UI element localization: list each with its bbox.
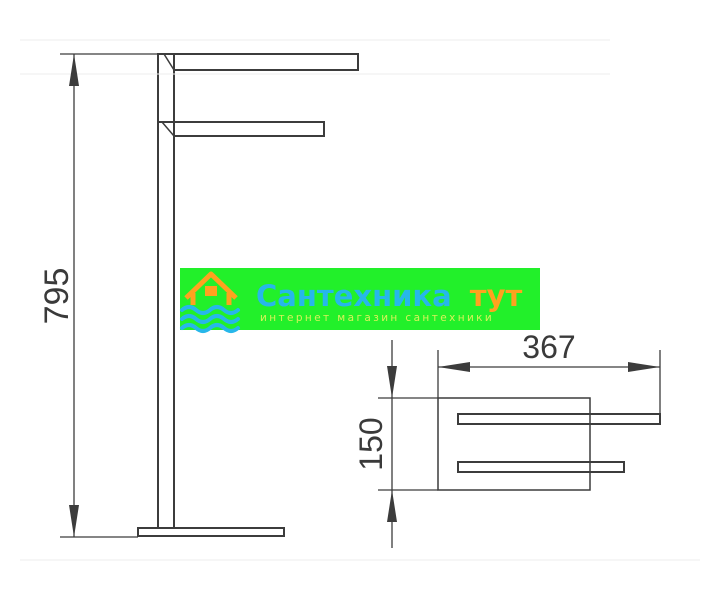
stand-middle-arm-bevel [161, 121, 175, 137]
top-view [437, 397, 661, 491]
front-view [137, 53, 359, 537]
height-arrow-bottom [69, 505, 79, 537]
width-arrow-left [438, 362, 470, 372]
stand-top-arm-bevel [163, 53, 175, 71]
depth-dimension [378, 340, 438, 548]
watermark-title: Сантехника тут [256, 279, 523, 313]
upper-shelf [457, 413, 661, 425]
stand-middle-arm [158, 121, 325, 137]
width-arrow-right [628, 362, 660, 372]
house-icon [184, 271, 238, 305]
height-arrow-top [69, 54, 79, 86]
watermark-background [180, 268, 540, 330]
waves-icon [180, 305, 240, 333]
height-dimension [60, 53, 158, 538]
stand-base-plate [137, 527, 285, 537]
stand-post [157, 53, 175, 529]
watermark-banner: Сантехника тут интернет магазин сантехни… [180, 268, 540, 333]
watermark-title-accent: тут [470, 279, 523, 313]
width-dimension [437, 350, 661, 414]
watermark-subtitle: интернет магазин сантехники [260, 312, 494, 324]
wall-bracket [437, 397, 591, 491]
watermark-title-main: Сантехника [256, 279, 452, 313]
lower-shelf [457, 461, 625, 473]
height-value: 795 [38, 268, 76, 325]
background-lines [20, 39, 700, 561]
depth-arrow-top [387, 366, 397, 398]
depth-arrow-bottom [387, 490, 397, 522]
depth-value: 150 [353, 417, 389, 470]
stand-top-arm [158, 53, 359, 71]
width-value: 367 [522, 329, 575, 365]
